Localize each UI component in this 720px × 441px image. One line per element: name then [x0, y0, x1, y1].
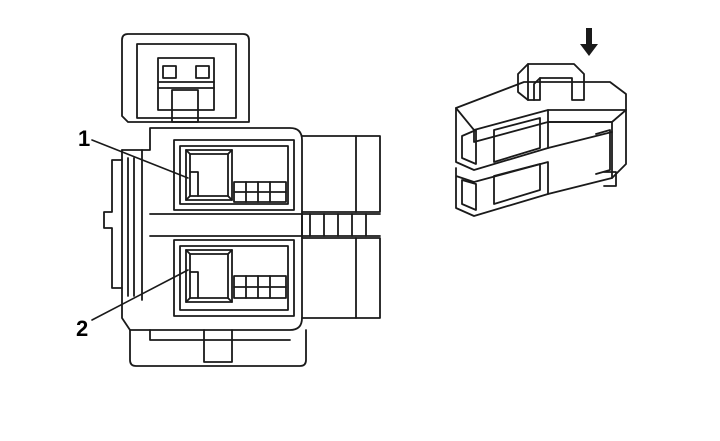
latch-inner-frame — [136, 43, 237, 119]
pin-1-label: 1 — [78, 126, 90, 151]
lower-cavity-frame — [173, 239, 295, 317]
pin-2-leader-line — [91, 269, 189, 321]
rear-housing-upper-cap — [355, 135, 381, 213]
iso-top-face — [455, 81, 627, 131]
latch-tab-top — [162, 65, 210, 79]
upper-cavity-inner — [179, 145, 289, 205]
main-body-outline — [121, 127, 307, 367]
iso-latch-side — [517, 63, 541, 101]
pin-1-leader-line — [91, 139, 189, 179]
pin-2-label: 2 — [76, 316, 88, 341]
bottom-key-tab — [203, 329, 233, 363]
separator-ribs — [309, 213, 367, 237]
iso-front-upper — [455, 107, 549, 171]
lower-body-step — [149, 329, 291, 341]
left-rail-inner — [127, 149, 143, 301]
pin-1-terminal — [185, 149, 233, 201]
iso-right-body — [547, 121, 613, 195]
latch-tab-bridge — [157, 81, 215, 89]
connector-face-view — [103, 33, 381, 367]
latch-tab — [157, 57, 215, 111]
iso-front-upper-inner — [461, 117, 541, 165]
rear-housing-upper — [301, 135, 357, 213]
down-arrow-icon — [580, 28, 598, 56]
lower-cavity-inner — [179, 245, 289, 311]
iso-side-tab — [603, 171, 617, 187]
pin-1-latch-slot — [233, 181, 287, 203]
iso-top-face-edge — [473, 109, 627, 143]
left-flange — [121, 149, 131, 331]
iso-right-detail — [547, 109, 627, 179]
pin-2-terminal — [185, 249, 233, 303]
connector-isometric-view — [455, 63, 627, 217]
upper-cavity-frame — [173, 139, 295, 211]
rear-housing-lower-cap — [355, 237, 381, 319]
rear-housing-lower — [301, 237, 357, 319]
latch-lock-window — [171, 89, 199, 123]
latch-housing — [121, 33, 250, 123]
iso-front-lower-inner — [461, 163, 541, 211]
middle-separator — [149, 213, 381, 237]
pin-2-latch-slot — [233, 275, 287, 299]
left-rail-outer — [103, 159, 123, 289]
